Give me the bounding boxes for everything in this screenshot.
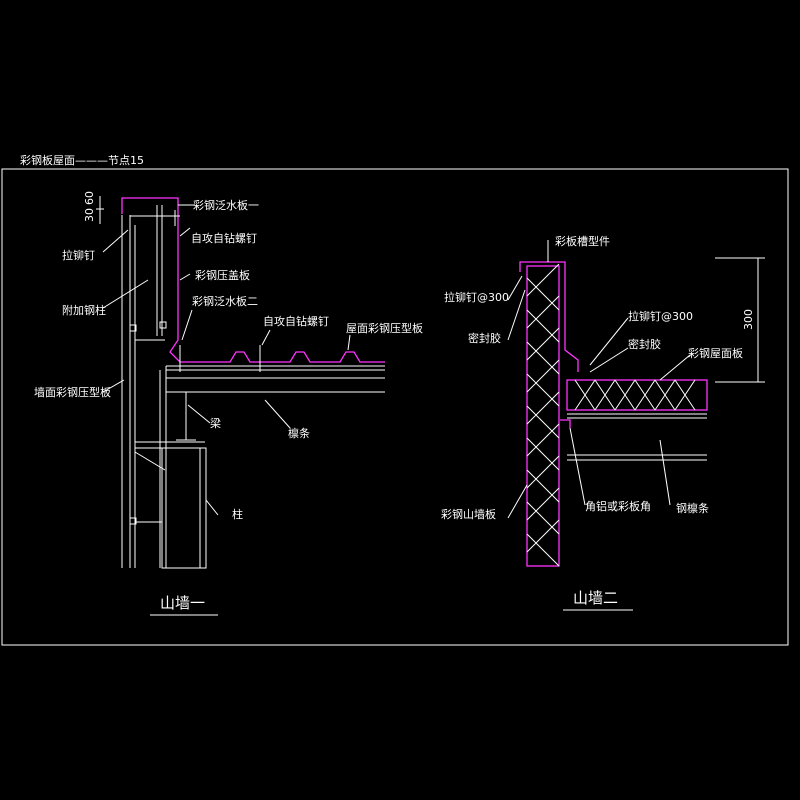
label-gable-panel: 彩钢山墙板 (441, 507, 496, 521)
label-flashing1: 彩钢泛水板一 (193, 198, 259, 212)
label-pressing-plate: 彩钢压盖板 (195, 268, 250, 282)
label-rivet2: 拉铆钉@300 (444, 290, 509, 304)
gable-hatch (526, 263, 560, 567)
label-screw1: 自攻自钻螺钉 (191, 231, 257, 245)
dim-30: 30 (83, 208, 96, 222)
label-roof-panel: 屋面彩钢压型板 (346, 321, 423, 335)
label-rivet3: 拉铆钉@300 (628, 309, 693, 323)
label-purlin: 檩条 (288, 426, 310, 440)
wall-one-title: 山墙一 (160, 594, 205, 612)
label-purlin2: 钢檩条 (676, 501, 709, 515)
label-sealant2: 密封胶 (628, 337, 661, 351)
label-rivet: 拉铆钉 (62, 248, 95, 262)
wall-one-detail: 30 60 (34, 191, 423, 616)
label-trough: 彩板槽型件 (555, 234, 610, 248)
drawing-frame (1, 168, 789, 646)
label-column: 柱 (232, 507, 243, 521)
label-sealant: 密封胶 (468, 331, 501, 345)
dim-300: 300 (742, 309, 755, 330)
wall-two-title: 山墙二 (573, 589, 618, 607)
roof-hatch (574, 379, 696, 411)
label-screw2: 自攻自钻螺钉 (263, 314, 329, 328)
label-wall-panel: 墙面彩钢压型板 (34, 385, 111, 399)
label-extra-column: 附加钢柱 (62, 303, 106, 317)
label-beam: 梁 (210, 416, 221, 430)
label-roof-panel2: 彩钢屋面板 (688, 346, 743, 360)
label-angle: 角铝或彩板角 (585, 499, 651, 513)
dim-60: 60 (83, 191, 96, 205)
header-title: 彩钢板屋面———节点15 (20, 153, 144, 167)
label-flashing2: 彩钢泛水板二 (192, 294, 258, 308)
wall-two-detail: 300 彩板槽型件 拉铆钉@300 密封胶 拉铆钉@300 密封胶 彩钢屋面板 … (441, 234, 765, 611)
